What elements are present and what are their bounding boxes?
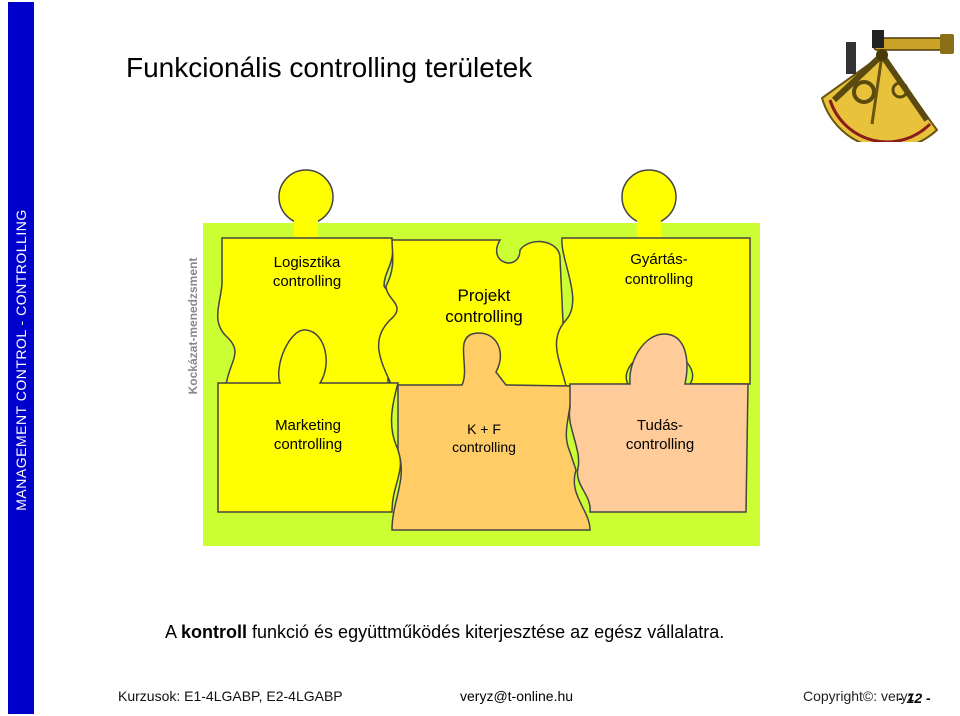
footer-email: veryz@t-online.hu (460, 688, 574, 704)
piece-label-gyartas-1: Gyártás- (630, 251, 688, 268)
piece-label-projekt-1: Projekt (458, 286, 511, 305)
piece-label-projekt-2: controlling (445, 307, 523, 326)
piece-label-marketing-2: controlling (274, 436, 342, 453)
piece-label-kf-2: controlling (452, 439, 516, 455)
footer-courses: Kurzusok: E1-4LGABP, E2-4LGABP (118, 688, 343, 704)
page-number: - 12 - (898, 690, 931, 706)
piece-label-logisztika-1: Logisztika (274, 254, 341, 271)
puzzle-piece-marketing (217, 329, 402, 513)
footer-copyright: Copyright©: veryz (803, 688, 915, 704)
caption-bold: kontroll (181, 622, 248, 642)
puzzle-piece-tudas (568, 333, 749, 513)
caption: A kontroll funkció és együttműködés kite… (165, 622, 724, 643)
puzzle-piece-projekt (377, 239, 567, 387)
caption-pre: A (165, 622, 182, 642)
caption-post: funkció és együttműködés kiterjesztése a… (247, 622, 725, 642)
piece-label-kf-1: K + F (467, 421, 501, 437)
piece-label-marketing-1: Marketing (275, 417, 341, 434)
risk-management-label: Kockázat-menedzsment (186, 258, 200, 395)
piece-label-tudas-1: Tudás- (637, 417, 683, 434)
puzzle-piece-kf (391, 332, 591, 531)
page-title: Funkcionális controlling területek (126, 52, 533, 83)
side-band (8, 2, 34, 714)
piece-label-logisztika-2: controlling (273, 273, 341, 290)
piece-label-tudas-2: controlling (626, 436, 694, 453)
piece-label-gyartas-2: controlling (625, 271, 693, 288)
sextant-icon (820, 30, 954, 142)
